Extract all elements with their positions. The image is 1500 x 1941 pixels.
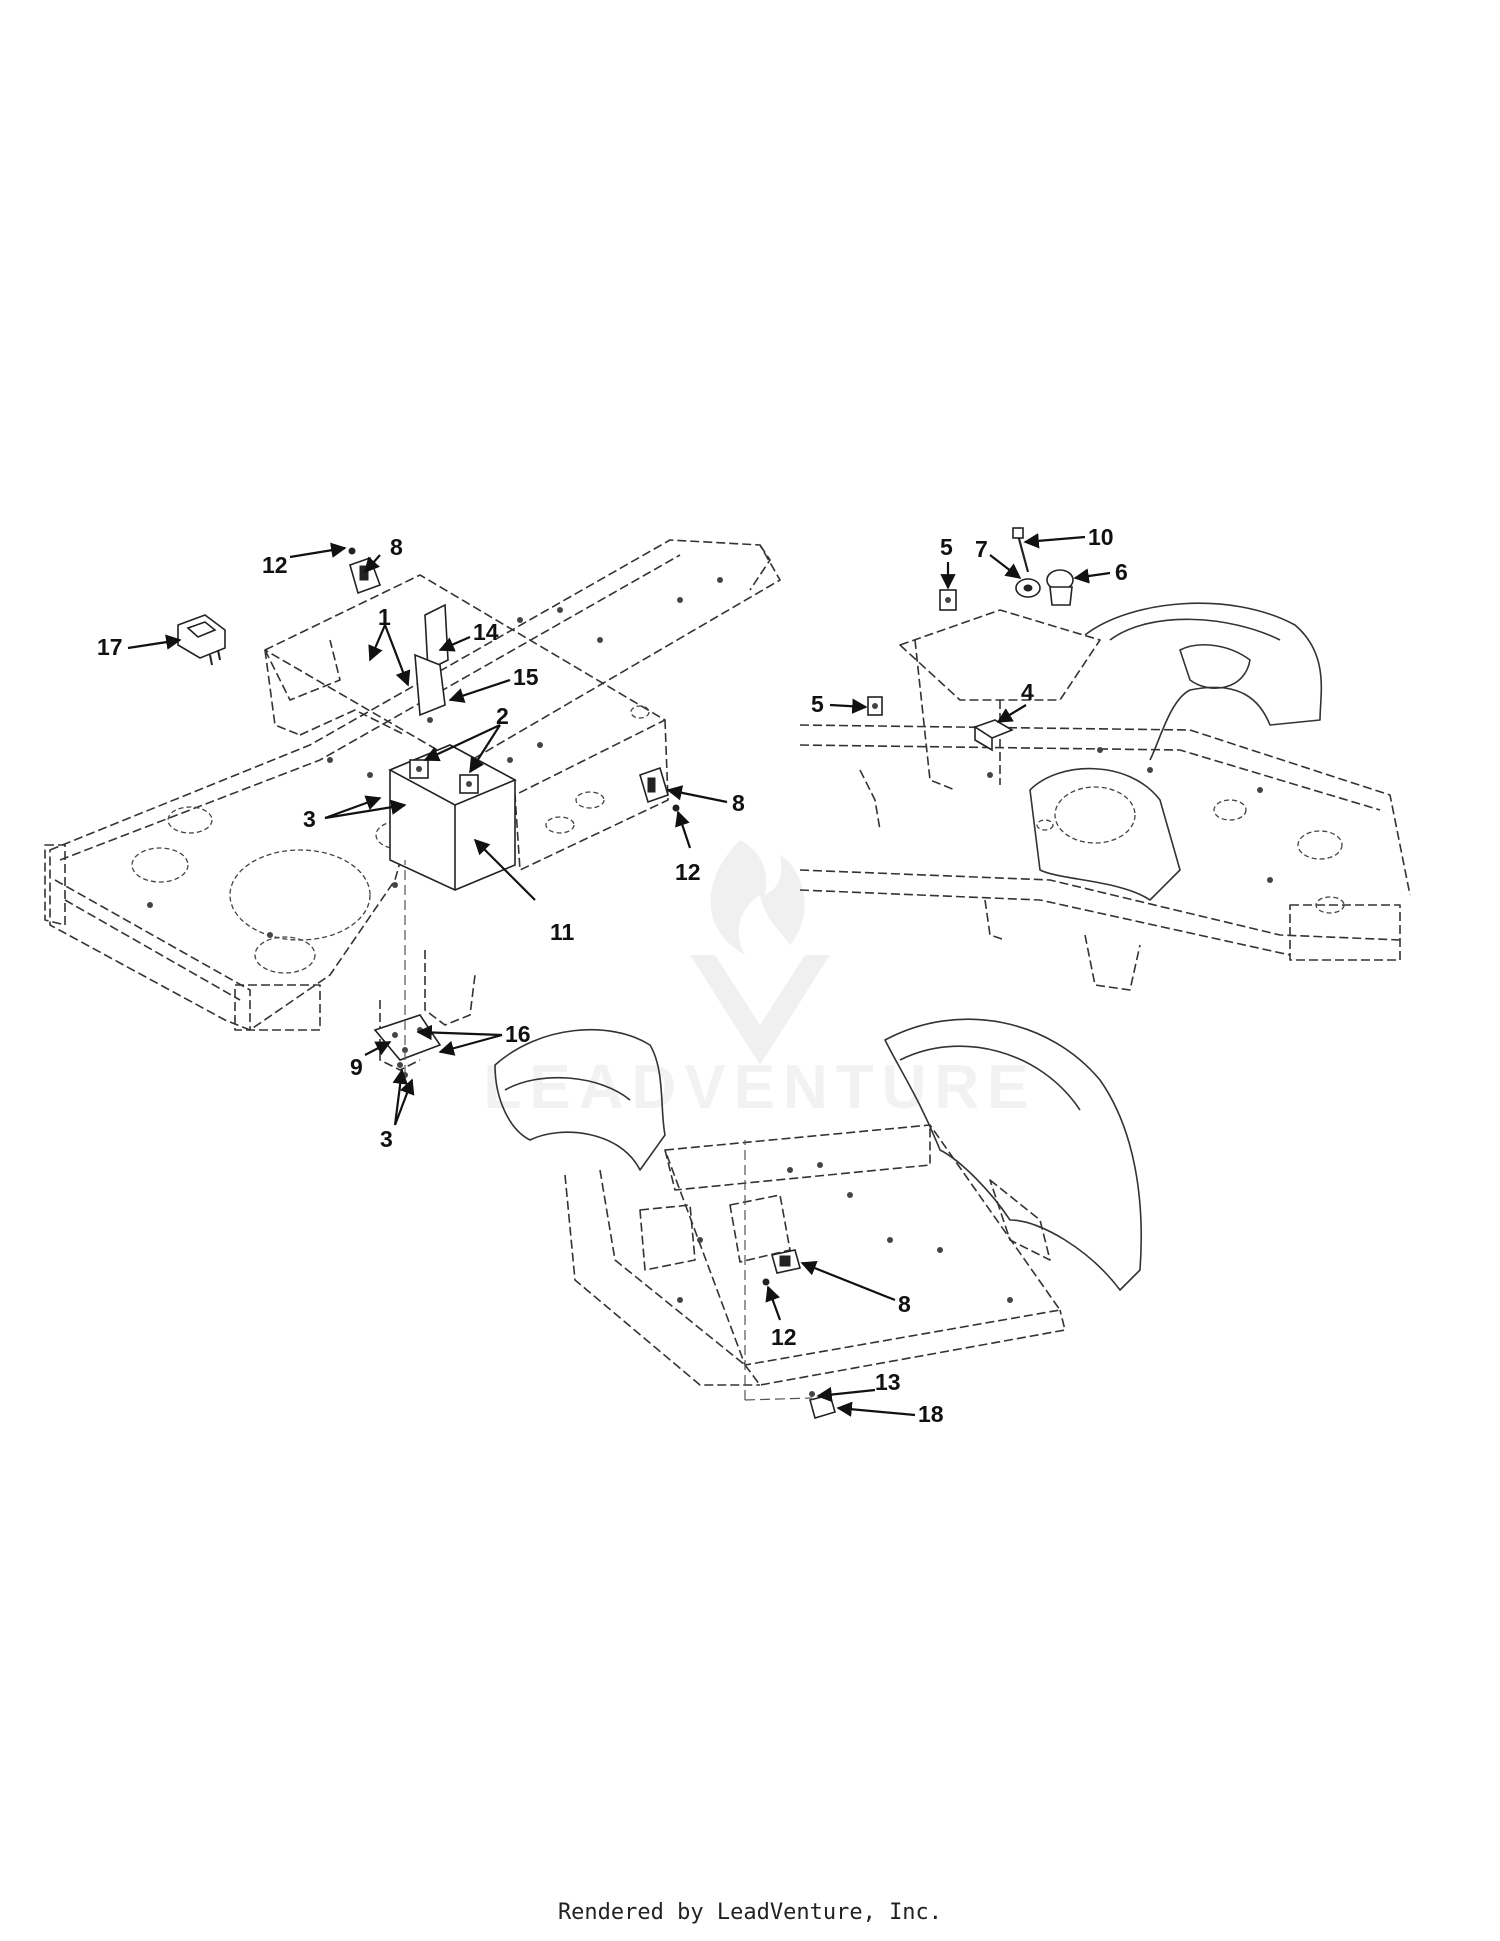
leader-lines <box>127 533 1111 1417</box>
connector-part-5-upper <box>939 589 957 611</box>
key-switch-part-7 <box>1015 578 1041 598</box>
switch-part-17 <box>177 614 226 666</box>
callout-3: 3 <box>303 806 316 832</box>
callout-2: 2 <box>496 703 509 729</box>
callout-5: 5 <box>811 691 824 717</box>
callout-labels: 12 8 17 1 14 15 2 3 8 12 11 16 9 3 5 7 1… <box>97 524 1128 1427</box>
footer-credit: Rendered by LeadVenture, Inc. <box>557 1900 943 1925</box>
right-frame-assembly <box>799 527 1411 991</box>
connector-part-5-lower <box>867 696 883 716</box>
callout-5: 5 <box>940 534 953 560</box>
callout-13: 13 <box>875 1369 901 1395</box>
battery-part-11 <box>388 744 517 891</box>
plunger-switch-part-8-side <box>639 766 680 812</box>
ignition-switch-part-6 <box>1046 569 1074 606</box>
callout-17: 17 <box>97 634 123 660</box>
callout-16: 16 <box>505 1021 531 1047</box>
watermark-text: LEADVENTURE <box>483 1053 1036 1122</box>
bracket-part-14 <box>414 603 449 717</box>
callout-15: 15 <box>513 664 539 690</box>
callout-14: 14 <box>473 619 499 645</box>
callout-8: 8 <box>898 1291 911 1317</box>
callout-12: 12 <box>771 1324 797 1350</box>
callout-6: 6 <box>1115 559 1128 585</box>
plunger-switch-part-8-rear <box>762 1249 801 1286</box>
switch-part-4 <box>973 719 1014 752</box>
watermark-logo: LEADVENTURE <box>483 840 1036 1122</box>
plunger-switch-part-8-top <box>348 547 382 595</box>
left-frame-assembly <box>44 539 781 1078</box>
callout-1: 1 <box>378 604 391 630</box>
callout-10: 10 <box>1088 524 1114 550</box>
callout-8: 8 <box>732 790 745 816</box>
callout-11: 11 <box>550 919 575 945</box>
callout-12: 12 <box>675 859 701 885</box>
callout-7: 7 <box>975 536 988 562</box>
callout-3: 3 <box>380 1126 393 1152</box>
callout-4: 4 <box>1021 679 1034 705</box>
callout-9: 9 <box>350 1054 363 1080</box>
callout-18: 18 <box>918 1401 944 1427</box>
callout-8: 8 <box>390 534 403 560</box>
key-part-10 <box>1012 527 1030 573</box>
callout-12: 12 <box>262 552 288 578</box>
bracket-part-9 <box>373 1014 442 1078</box>
